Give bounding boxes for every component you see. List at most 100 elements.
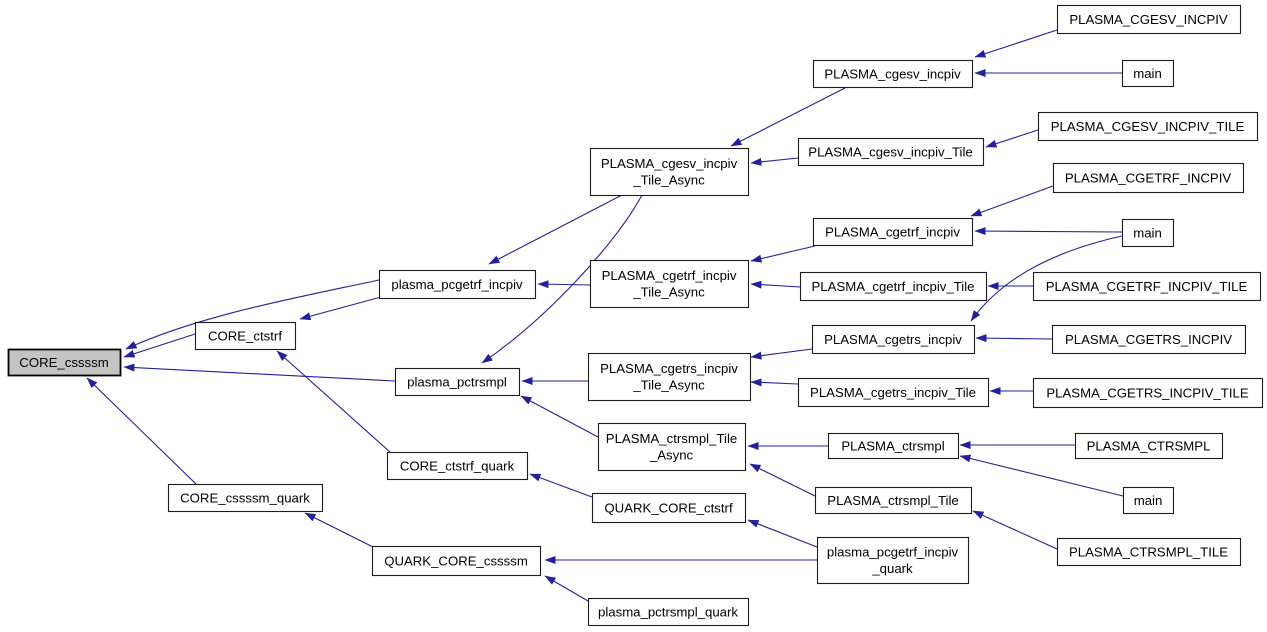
node-plasma_pcgetrf_incpiv[interactable]: plasma_pcgetrf_incpiv <box>378 269 537 300</box>
node-plasma_pctrsmpl_quark[interactable]: plasma_pctrsmpl_quark <box>587 597 750 627</box>
node-quark_core_cssssm[interactable]: QUARK_CORE_cssssm <box>371 545 542 577</box>
node-label: main <box>1133 66 1162 81</box>
node-box[interactable] <box>1056 4 1242 35</box>
node-box[interactable] <box>799 271 988 302</box>
node-plasma_ctrsmpl[interactable]: PLASMA_ctrsmpl <box>827 432 960 460</box>
edge-PLASMA_CGESV_INCPIV_TILE--plasma_cgesv_incpiv_tile <box>985 129 1039 148</box>
node-plasma_cgetrf_incpiv_tile[interactable]: PLASMA_cgetrf_incpiv_Tile <box>799 271 988 302</box>
node-box[interactable] <box>194 321 297 351</box>
node-core_ctstrf[interactable]: CORE_ctstrf <box>194 321 297 351</box>
edge-plasma_cgetrs_incpiv_tile--plasma_cgetrs_incpiv_tile_async <box>750 378 799 387</box>
node-box[interactable] <box>597 422 747 472</box>
node-label: main <box>1134 493 1163 508</box>
node-main1[interactable]: main <box>1121 59 1175 88</box>
node-box[interactable] <box>386 451 529 481</box>
node-box[interactable] <box>827 432 960 460</box>
node-box[interactable] <box>1037 111 1259 142</box>
edge-core_ctstrf_quark--core_ctstrf <box>276 350 391 453</box>
node-box[interactable] <box>1032 377 1264 409</box>
edge-main3--plasma_ctrsmpl <box>959 454 1124 497</box>
node-PLASMA_CGESV_INCPIV_TILE[interactable]: PLASMA_CGESV_INCPIV_TILE <box>1037 111 1259 142</box>
edge-main2--plasma_cgetrf_incpiv <box>974 227 1123 236</box>
node-box[interactable] <box>394 367 521 397</box>
node-PLASMA_CGESV_INCPIV[interactable]: PLASMA_CGESV_INCPIV <box>1056 4 1242 35</box>
node-label: PLASMA_cgesv_incpiv <box>824 66 961 81</box>
edge-core_ctstrf--core_cssssm <box>123 333 196 358</box>
node-box[interactable] <box>1122 486 1175 515</box>
node-box[interactable] <box>371 545 542 577</box>
node-box[interactable] <box>811 324 976 355</box>
node-label: PLASMA_cgetrf_incpiv_Tile <box>812 279 975 294</box>
node-box[interactable] <box>1032 271 1262 302</box>
edge-quark_core_ctstrf--core_ctstrf_quark <box>529 473 593 498</box>
node-plasma_cgetrs_incpiv_tile[interactable]: PLASMA_cgetrs_incpiv_Tile <box>797 377 990 408</box>
node-plasma_cgetrs_incpiv_tile_async[interactable]: PLASMA_cgetrs_incpiv_Tile_Async <box>587 352 752 402</box>
node-box[interactable] <box>589 147 750 197</box>
edge-PLASMA_CGETRS_INCPIV--plasma_cgetrs_incpiv <box>975 334 1053 343</box>
node-label: PLASMA_cgetrs_incpiv <box>824 332 962 347</box>
node-box[interactable] <box>797 377 990 408</box>
node-label: CORE_ctstrf_quark <box>400 458 515 473</box>
node-box[interactable] <box>1051 324 1247 355</box>
node-box[interactable] <box>589 259 750 309</box>
node-box[interactable] <box>816 536 970 585</box>
node-label: CORE_cssssm_quark <box>180 490 310 505</box>
node-box[interactable] <box>587 352 752 402</box>
node-plasma_pctrsmpl[interactable]: plasma_pctrsmpl <box>394 367 521 397</box>
node-plasma_pcgetrf_incpiv_quark[interactable]: plasma_pcgetrf_incpiv_quark <box>816 536 970 585</box>
edge-core_cssssm_quark--core_cssssm <box>86 377 197 485</box>
node-box[interactable] <box>587 597 750 627</box>
edge-plasma_pcgetrf_incpiv--core_ctstrf <box>299 296 382 321</box>
edge-plasma_pcgetrf_incpiv_quark--quark_core_ctstrf <box>747 519 818 548</box>
node-box[interactable] <box>797 137 985 167</box>
node-label: QUARK_CORE_ctstrf <box>604 500 733 515</box>
node-box[interactable] <box>812 217 974 247</box>
edge-plasma_ctrsmpl_tile--plasma_ctrsmpl_tile_async <box>749 463 816 497</box>
node-box[interactable] <box>378 269 537 300</box>
node-PLASMA_CGETRF_INCPIV[interactable]: PLASMA_CGETRF_INCPIV <box>1052 162 1245 194</box>
node-plasma_cgesv_incpiv[interactable]: PLASMA_cgesv_incpiv <box>812 59 974 89</box>
node-label: PLASMA_cgesv_incpiv_Tile <box>808 144 972 159</box>
node-box[interactable] <box>1121 218 1175 248</box>
node-PLASMA_CTRSMPL_TILE[interactable]: PLASMA_CTRSMPL_TILE <box>1056 537 1242 567</box>
node-PLASMA_CGETRF_INCPIV_TILE[interactable]: PLASMA_CGETRF_INCPIV_TILE <box>1032 271 1262 302</box>
node-label: plasma_pcgetrf_incpiv_quark <box>827 545 959 577</box>
node-box[interactable] <box>1074 432 1224 460</box>
node-PLASMA_CTRSMPL[interactable]: PLASMA_CTRSMPL <box>1074 432 1224 460</box>
node-label: PLASMA_cgetrf_incpiv_Tile_Async <box>602 268 737 300</box>
node-PLASMA_CGETRS_INCPIV[interactable]: PLASMA_CGETRS_INCPIV <box>1051 324 1247 355</box>
node-box[interactable] <box>167 483 324 513</box>
edge-plasma_cgetrf_incpiv_tile--plasma_cgetrf_incpiv_tile_async <box>750 280 801 289</box>
node-box[interactable] <box>1121 59 1175 88</box>
node-PLASMA_CGETRS_INCPIV_TILE[interactable]: PLASMA_CGETRS_INCPIV_TILE <box>1032 377 1264 409</box>
node-main3[interactable]: main <box>1122 486 1175 515</box>
node-label: PLASMA_CTRSMPL_TILE <box>1069 544 1228 559</box>
node-plasma_cgetrf_incpiv[interactable]: PLASMA_cgetrf_incpiv <box>812 217 974 247</box>
node-label: PLASMA_cgetrs_incpiv_Tile_Async <box>600 361 738 393</box>
edge-plasma_pcgetrf_incpiv--core_cssssm <box>125 279 380 350</box>
node-plasma_cgesv_incpiv_tile_async[interactable]: PLASMA_cgesv_incpiv_Tile_Async <box>589 147 750 197</box>
node-plasma_cgetrf_incpiv_tile_async[interactable]: PLASMA_cgetrf_incpiv_Tile_Async <box>589 259 750 309</box>
node-plasma_ctrsmpl_tile_async[interactable]: PLASMA_ctrsmpl_Tile_Async <box>597 422 747 472</box>
node-box[interactable] <box>812 59 974 89</box>
node-label: CORE_ctstrf <box>208 328 282 343</box>
node-label: plasma_pctrsmpl_quark <box>598 604 738 619</box>
edge-plasma_cgetrf_incpiv--plasma_cgetrf_incpiv_tile_async <box>750 245 816 263</box>
node-plasma_ctrsmpl_tile[interactable]: PLASMA_ctrsmpl_Tile <box>814 486 973 515</box>
node-box[interactable] <box>1052 162 1245 194</box>
node-box[interactable] <box>1056 537 1242 567</box>
node-label: PLASMA_CGESV_INCPIV_TILE <box>1051 119 1245 134</box>
node-plasma_cgesv_incpiv_tile[interactable]: PLASMA_cgesv_incpiv_Tile <box>797 137 985 167</box>
node-main2[interactable]: main <box>1121 218 1175 248</box>
node-plasma_cgetrs_incpiv[interactable]: PLASMA_cgetrs_incpiv <box>811 324 976 355</box>
node-quark_core_ctstrf[interactable]: QUARK_CORE_ctstrf <box>591 492 747 524</box>
node-label: CORE_cssssm <box>19 355 108 370</box>
node-box[interactable] <box>591 492 747 524</box>
node-core_ctstrf_quark[interactable]: CORE_ctstrf_quark <box>386 451 529 481</box>
node-core_cssssm_quark[interactable]: CORE_cssssm_quark <box>167 483 324 513</box>
node-label: PLASMA_cgetrf_incpiv <box>825 224 960 239</box>
edge-plasma_cgesv_incpiv_tile--plasma_cgesv_incpiv_tile_async <box>750 157 799 166</box>
node-box[interactable] <box>814 486 973 515</box>
